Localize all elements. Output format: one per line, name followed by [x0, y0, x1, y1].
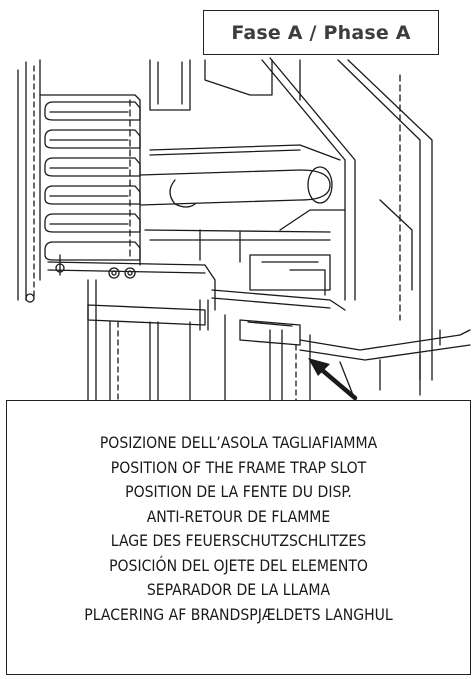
mounting-bracket — [25, 254, 216, 331]
inner-components — [249, 209, 346, 296]
caption-line-french-1: POSITION DE LA FENTE DU DISP. — [125, 483, 352, 501]
burner-tube — [139, 144, 341, 263]
caption-line-german: LAGE DES FEUERSCHUTZSCHLITZES — [110, 532, 367, 550]
left-frame — [17, 59, 141, 301]
louvre-slats — [44, 101, 141, 261]
lower-frame — [87, 279, 346, 401]
caption-line-spanish-1: POSICIÓN DEL OJETE DEL ELEMENTO — [109, 556, 368, 575]
caption-line-danish: PLACERING AF BRANDSPJÆLDETS LANGHUL — [84, 605, 393, 624]
caption-text: POSIZIONE DELL’ASOLA TAGLIAFIAMMA POSITI… — [7, 431, 470, 627]
caption-line-spanish-2: SEPARADOR DE LA LLAMA — [146, 581, 331, 599]
phase-label-box: Fase A / Phase A — [203, 10, 439, 55]
phase-label: Fase A / Phase A — [231, 21, 411, 44]
caption-line-italian: POSIZIONE DELL’ASOLA TAGLIAFIAMMA — [99, 434, 378, 452]
caption-line-english: POSITION OF THE FRAME TRAP SLOT — [110, 458, 367, 477]
slot-pointer-arrow — [308, 358, 358, 401]
caption-line-french-2: ANTI-RETOUR DE FLAMME — [146, 507, 331, 526]
caption-box: POSIZIONE DELL’ASOLA TAGLIAFIAMMA POSITI… — [6, 400, 471, 675]
flame-trap-slot-region — [239, 319, 471, 401]
top-housing — [149, 57, 433, 381]
